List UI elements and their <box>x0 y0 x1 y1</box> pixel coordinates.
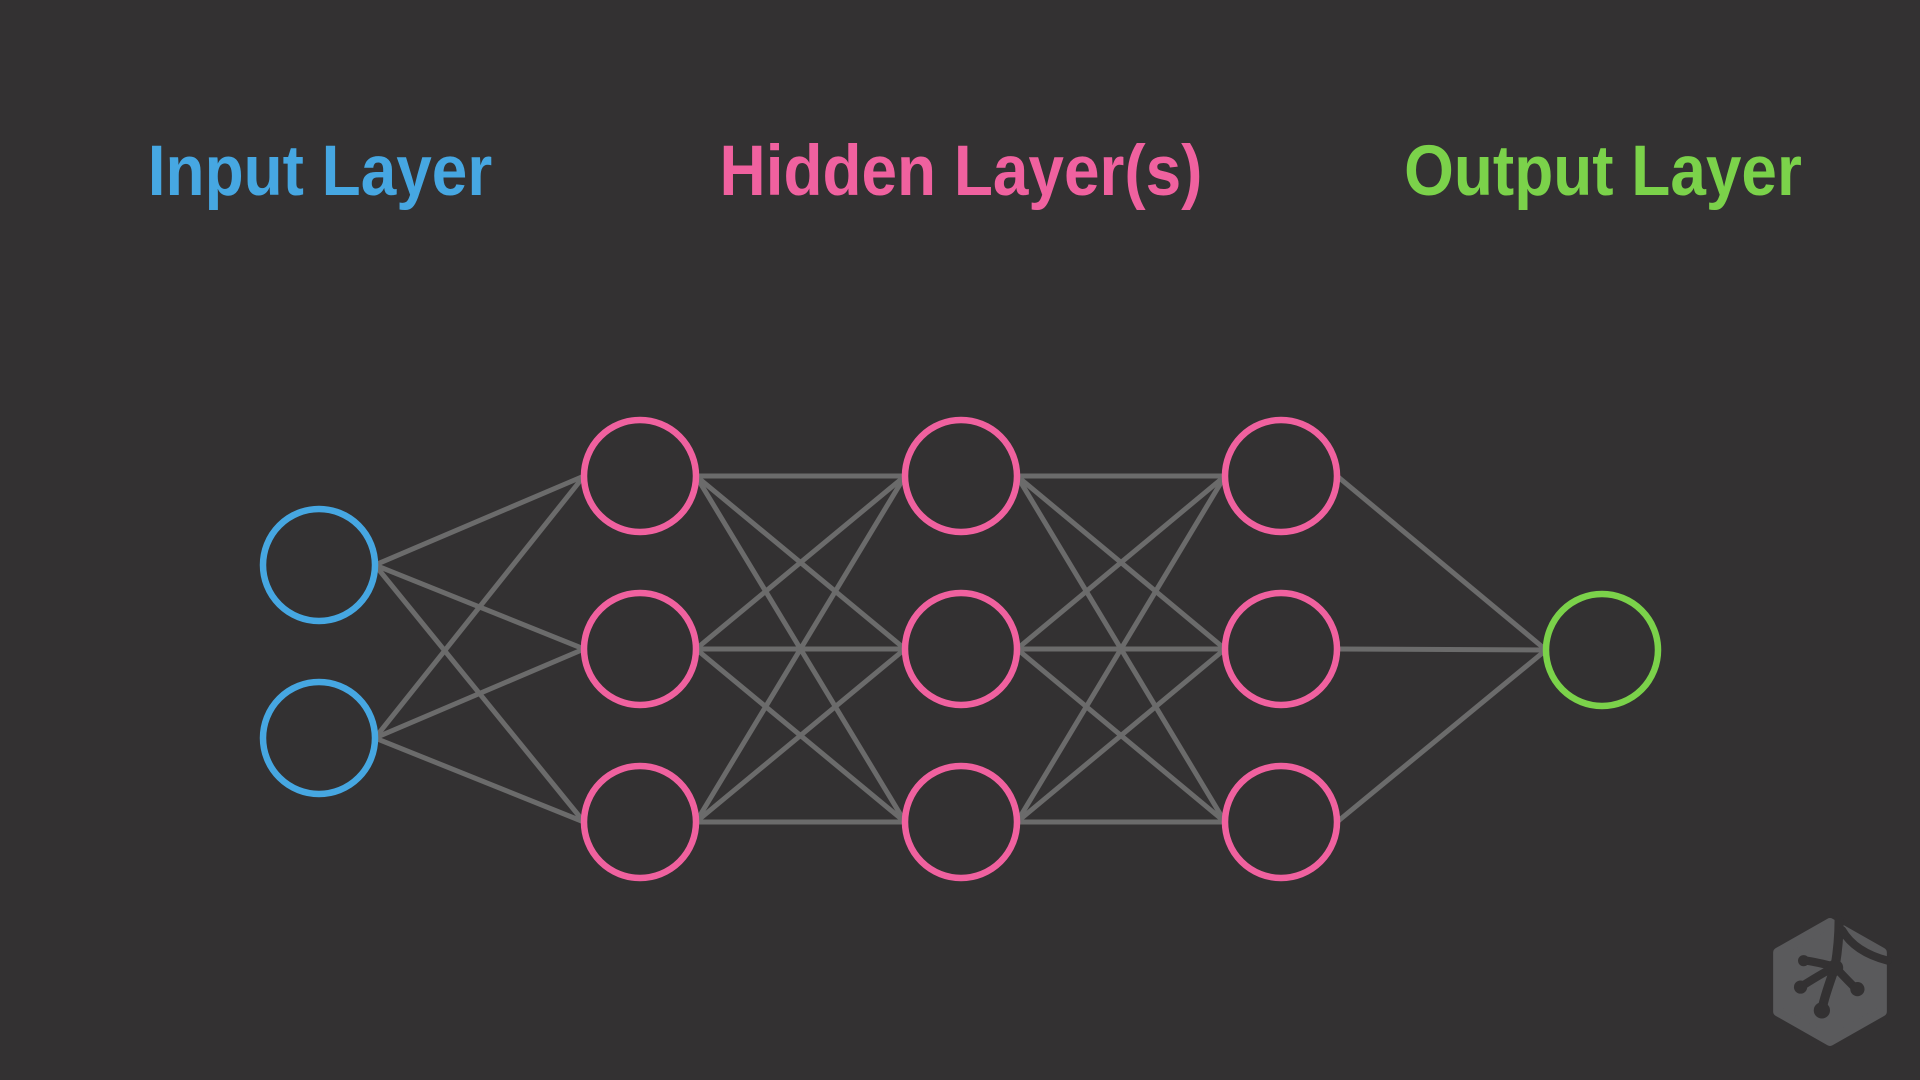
edge-input-2-hidden-1-1 <box>373 474 586 740</box>
node-hidden-2-3 <box>901 762 1021 882</box>
treehouse-logo-icon <box>1773 916 1892 1046</box>
edge-hidden-3-2-output-1 <box>1336 646 1547 653</box>
edge-input-1-hidden-1-1 <box>374 473 585 568</box>
edge-hidden-3-1-output-1 <box>1335 474 1548 652</box>
edge-hidden-2-2-hidden-3-1 <box>1015 474 1227 651</box>
edge-input-2-hidden-1-2 <box>374 646 585 741</box>
node-input-1 <box>259 505 379 625</box>
node-hidden-2-2 <box>901 589 1021 709</box>
node-hidden-2-1 <box>901 416 1021 536</box>
node-output-1 <box>1542 590 1662 710</box>
node-hidden-3-3 <box>1221 762 1341 882</box>
edge-hidden-1-2-hidden-2-1 <box>694 474 907 651</box>
node-hidden-1-3 <box>580 762 700 882</box>
edge-hidden-1-3-hidden-2-1 <box>693 474 908 824</box>
edge-hidden-2-3-hidden-3-2 <box>1015 647 1227 824</box>
edge-hidden-1-3-hidden-2-2 <box>694 647 907 824</box>
node-hidden-1-1 <box>580 416 700 536</box>
treehouse-branch-cutout <box>1793 916 1892 1019</box>
edge-hidden-3-3-output-1 <box>1335 648 1548 824</box>
edge-input-2-hidden-1-3 <box>374 735 585 825</box>
label-hidden-layers: Hidden Layer(s) <box>719 132 1203 211</box>
node-input-2 <box>259 678 379 798</box>
node-hidden-3-1 <box>1221 416 1341 536</box>
edge-hidden-2-3-hidden-3-1 <box>1014 474 1228 824</box>
node-hidden-3-2 <box>1221 589 1341 709</box>
label-input-layer: Input Layer <box>147 132 493 211</box>
label-output-layer: Output Layer <box>1404 132 1802 211</box>
node-hidden-1-2 <box>580 589 700 709</box>
